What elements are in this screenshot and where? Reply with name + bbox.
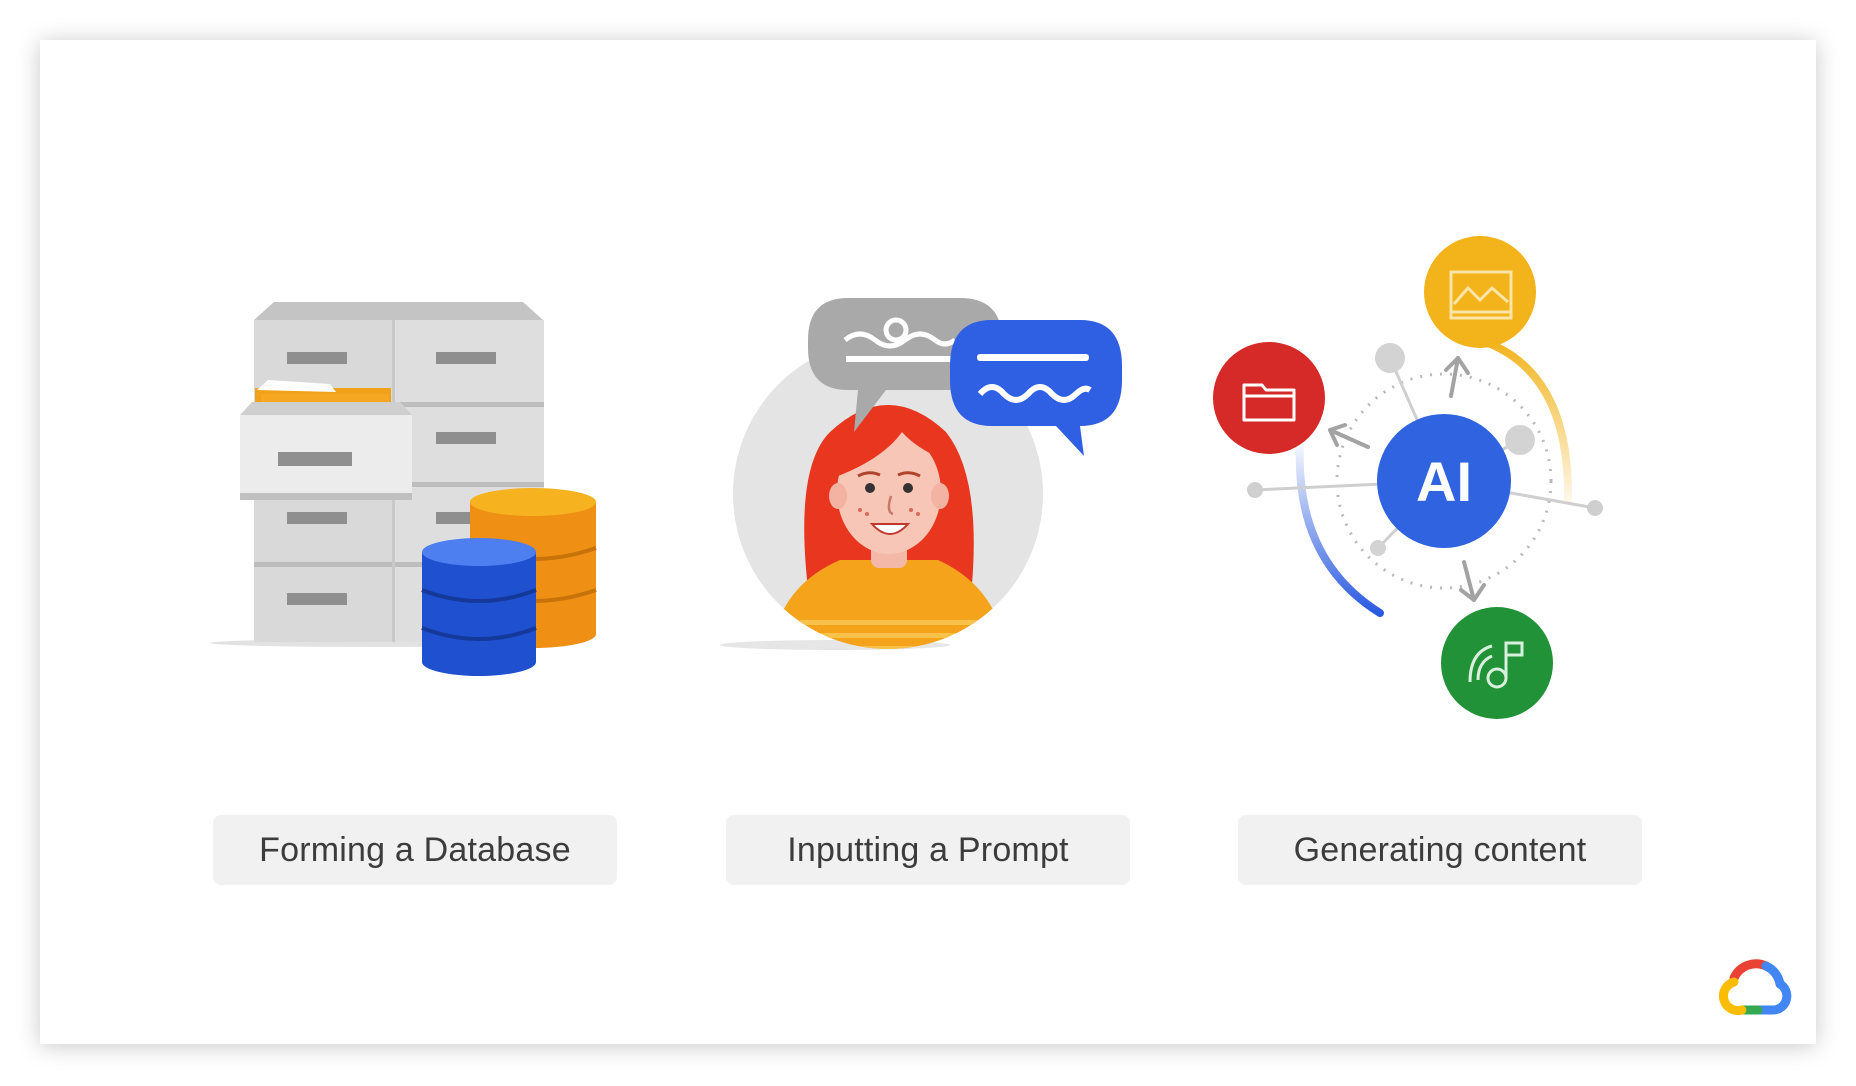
slide: AI Forming a Database Inputting a Prompt…	[40, 40, 1816, 1044]
person-speech-bubbles-icon	[720, 298, 1122, 650]
step-label-inputting-prompt: Inputting a Prompt	[726, 815, 1130, 885]
step-label-generating-content: Generating content	[1238, 815, 1642, 885]
ai-generation-icon	[1213, 236, 1603, 719]
filing-cabinet-database-icon	[210, 302, 597, 676]
step-label-forming-database: Forming a Database	[213, 815, 617, 885]
ai-hub-label: AI	[1416, 449, 1472, 513]
google-cloud-logo	[1718, 959, 1792, 1016]
